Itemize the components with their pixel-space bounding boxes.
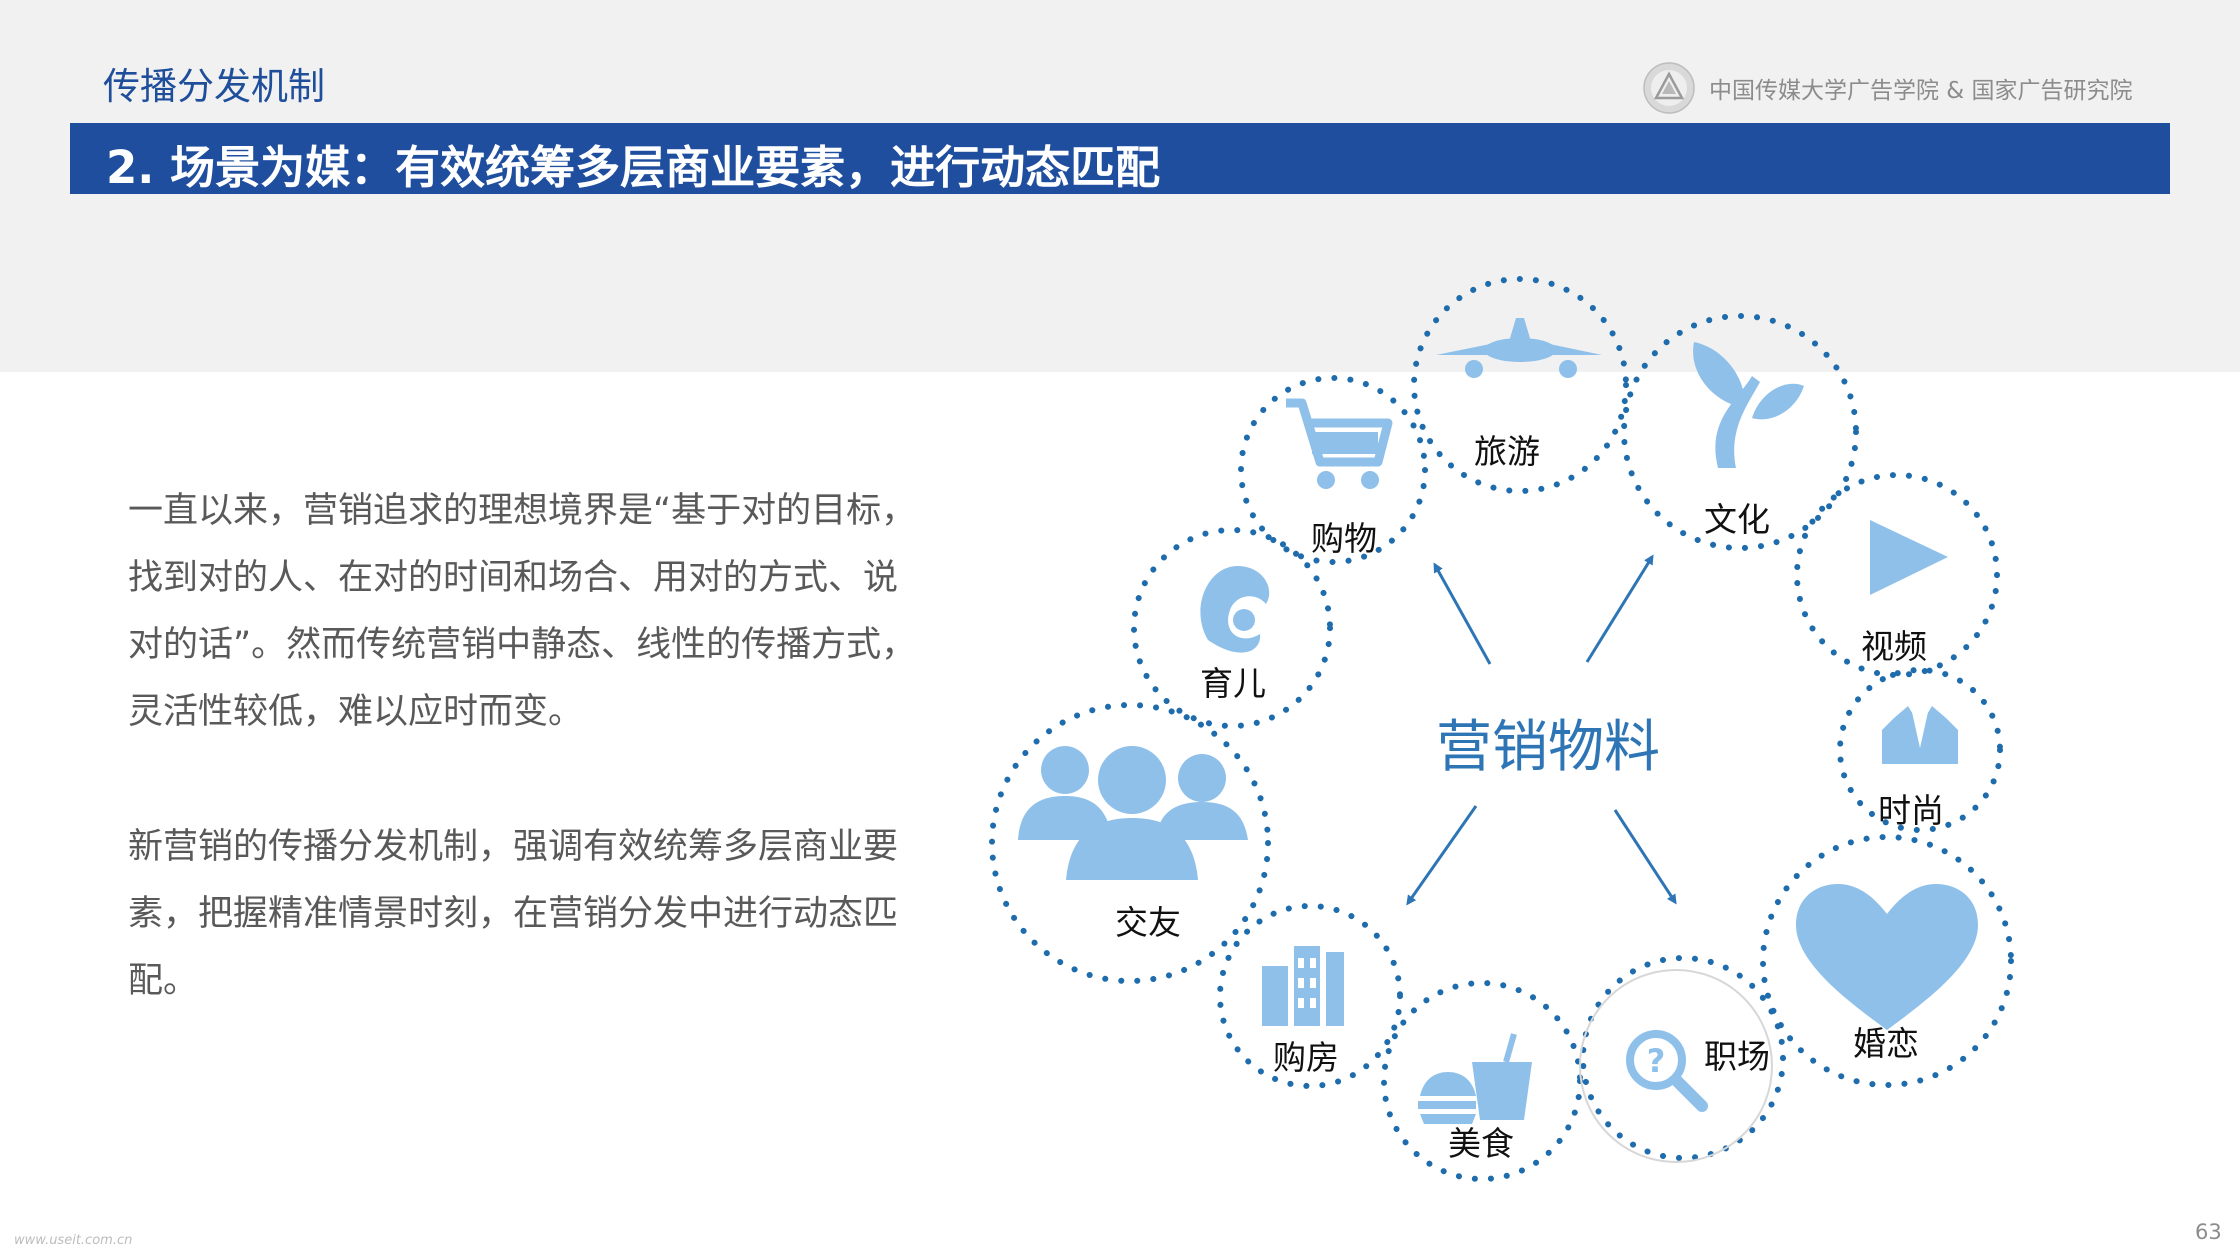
play-icon [1870,520,1948,595]
sprout-icon [1693,342,1804,468]
mother-baby-icon [1200,565,1270,653]
svg-text:?: ? [1647,1042,1666,1080]
heart-icon [1796,884,1978,1030]
suit-jacket-icon [1882,706,1958,764]
arrow-to-career [1613,809,1677,905]
node-ring-dating [1760,834,2014,1088]
airplane-icon [1436,318,1602,378]
node-label-career: 职场 [1704,1037,1770,1076]
node-label-social: 交友 [1115,903,1181,942]
page-number: 63 [2195,1220,2222,1244]
node-label-parenting: 育儿 [1200,664,1266,703]
arrow-to-shopping [1433,562,1492,665]
node-label-shopping: 购物 [1311,519,1377,558]
node-label-travel: 旅游 [1474,432,1540,471]
node-label-dating: 婚恋 [1853,1024,1919,1063]
node-label-fashion: 时尚 [1878,791,1944,830]
paragraph-intro: 一直以来，营销追求的理想境界是“基于对的目标，找到对的人、在对的时间和场合、用对… [128,491,917,732]
paragraph-mechanism: 新营销的传播分发机制，强调有效统筹多层商业要素，把握精准情景时刻，在营销分发中进… [128,827,899,1001]
footer-url: www.useit.com.cn [14,1233,133,1248]
people-group-icon [1018,746,1248,880]
node-ring-shopping [1238,375,1428,565]
center-arrows [1406,554,1677,906]
center-label: 营销物料 [1436,715,1660,780]
university-logo-icon [1643,62,1695,114]
node-label-food: 美食 [1448,1124,1514,1163]
node-label-culture: 文化 [1704,500,1770,539]
node-label-house: 购房 [1273,1038,1339,1077]
node-ring-parenting [1131,527,1333,729]
burger-drink-icon [1418,1033,1532,1124]
org-header: 中国传媒大学广告学院 & 国家广告研究院 [1643,62,2133,114]
node-label-video: 视频 [1861,627,1927,666]
career-ring-outline [1579,969,1773,1163]
question-search-icon: ? [1626,1030,1708,1112]
node-ring-fashion [1837,667,2003,833]
building-icon [1262,946,1344,1026]
node-ring-travel [1411,276,1629,494]
node-ring-food [1381,980,1583,1182]
node-ring-social [989,702,1271,984]
node-ring-culture [1621,313,1859,551]
section-label: 传播分发机制 [103,65,325,108]
arrow-to-house [1406,805,1478,906]
node-ring-house [1217,903,1403,1089]
title-bar: 2. 场景为媒：有效统筹多层商业要素，进行动态匹配 [70,123,2170,194]
org-name: 中国传媒大学广告学院 & 国家广告研究院 [1709,78,2133,104]
node-ring-video [1794,472,2000,678]
slide-title: 2. 场景为媒：有效统筹多层商业要素，进行动态匹配 [106,141,1161,194]
arrow-to-culture [1585,554,1654,663]
shopping-cart-icon [1286,398,1393,489]
node-ring-career [1580,955,1786,1161]
